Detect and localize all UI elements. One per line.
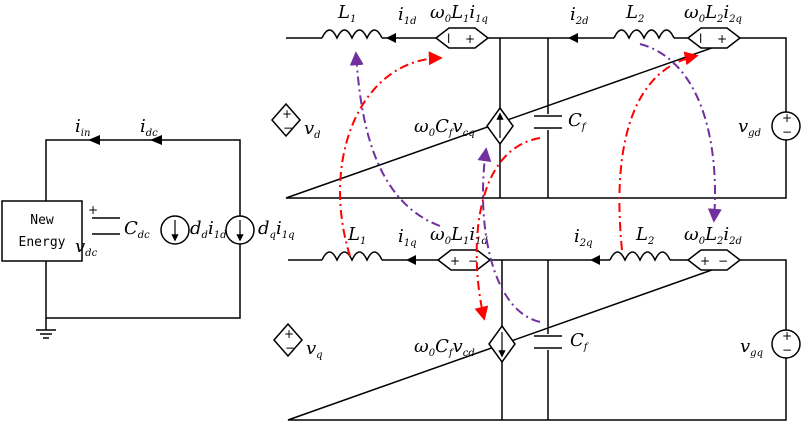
d-label-vd: vd — [304, 118, 321, 141]
svg-text:+: + — [282, 107, 292, 121]
q-label-L2: L2 — [635, 224, 654, 247]
label-v-dc: vdc — [75, 236, 98, 259]
coupling-arrows — [339, 43, 722, 323]
svg-text:−: − — [782, 343, 792, 357]
red-arrow-i1q-to-d-source — [339, 51, 443, 257]
svg-text:+: + — [782, 111, 792, 125]
q-label-Cf: Cf — [570, 330, 590, 353]
svg-text:+: + — [782, 329, 792, 343]
capacitor-plus-sign: + — [88, 203, 98, 217]
svg-text:−: − — [718, 254, 728, 268]
dc-link-capacitor: + — [88, 203, 120, 240]
q-axis-coupling-source-1: +− — [436, 249, 492, 271]
red-arrow-vcd-to-d-source — [474, 137, 541, 321]
q-axis-inductor-L1 — [321, 251, 383, 262]
svg-text:−: − — [782, 125, 792, 139]
q-axis-grid-source-vgq: +− — [771, 329, 801, 359]
d-axis-coupling-source-1: l+ — [434, 27, 490, 49]
q-label-L1: L1 — [347, 224, 366, 247]
d-axis-coupling-source-2: l+ — [686, 27, 742, 49]
d-label-L1: L1 — [337, 2, 356, 25]
d-axis-grid-source-vgd: +− — [771, 111, 801, 141]
q-axis-inductor-L2 — [609, 251, 671, 262]
svg-text:l: l — [699, 32, 702, 46]
source-label-line1: New — [30, 213, 54, 228]
purple-arrow-i1d-to-q-source — [349, 51, 441, 227]
svg-text:+: + — [700, 254, 710, 268]
d-label-i1d: i1d — [398, 4, 417, 27]
svg-text:−: − — [468, 254, 478, 268]
q-axis-filter-capacitor — [534, 334, 562, 350]
q-label-i2q: i2q — [574, 226, 593, 249]
dq-current-source — [225, 215, 255, 245]
q-label-w0L1i1d: ω0L1i1d — [430, 224, 488, 247]
svg-text:−: − — [283, 121, 293, 135]
svg-text:+: + — [450, 254, 460, 268]
d-label-Cf: Cf — [568, 110, 588, 133]
source-label-line2: Energy — [19, 235, 66, 250]
label-dd-i1d: ddi1d — [190, 218, 226, 241]
svg-text:+: + — [284, 327, 294, 341]
d-axis-filter-capacitor — [534, 114, 562, 130]
q-axis-voltage-source-vq: +− — [273, 322, 303, 358]
q-label-vgq: vgq — [740, 336, 763, 359]
q-label-i1q: i1q — [398, 226, 417, 249]
d-axis-voltage-source-vd: +− — [271, 102, 301, 138]
dd-current-source — [160, 215, 190, 245]
label-i-in: iin — [75, 116, 90, 139]
q-axis-circuit: +− +− +− +− L1 i1q ω0L1i1d i2q L2 — [273, 224, 801, 421]
label-c-dc: Cdc — [124, 218, 150, 241]
d-label-w0L1i1q: ω0L1i1q — [430, 2, 488, 25]
q-label-w0Cfvcd: ω0Cfvcd — [414, 336, 475, 359]
dc-side-circuit: New Energy + iin idc vdc Cdc ddi1d dqi1q — [1, 116, 294, 339]
new-energy-source: New Energy — [1, 200, 83, 262]
d-label-vgd: vgd — [738, 116, 761, 139]
d-axis-inductor-L2 — [613, 29, 675, 40]
svg-text:l: l — [447, 32, 450, 46]
q-axis-cap-current-source — [488, 324, 516, 364]
svg-text:−: − — [285, 341, 295, 355]
svg-text:+: + — [465, 32, 475, 46]
red-arrow-i2q-to-d-source — [618, 51, 699, 251]
q-axis-coupling-source-2: +− — [686, 249, 742, 271]
d-axis-inductor-L1 — [321, 29, 383, 40]
label-i-dc: idc — [140, 116, 158, 139]
d-label-L2: L2 — [625, 2, 644, 25]
d-label-i2d: i2d — [570, 4, 589, 27]
label-dq-i1q: dqi1q — [258, 218, 294, 241]
d-axis-circuit: l+ l+ +− +− L1 i1d ω0L1i1q i2d L2 — [271, 2, 801, 199]
d-axis-cap-current-source — [486, 106, 514, 146]
purple-arrow-i2d-to-q-source — [639, 43, 722, 223]
svg-text:+: + — [717, 32, 727, 46]
d-label-w0Cfvcq: ω0Cfvcq — [414, 116, 475, 139]
q-label-w0L2i2d: ω0L2i2d — [684, 224, 742, 247]
q-label-vq: vq — [306, 338, 323, 361]
d-label-w0L2i2q: ω0L2i2q — [684, 2, 742, 25]
